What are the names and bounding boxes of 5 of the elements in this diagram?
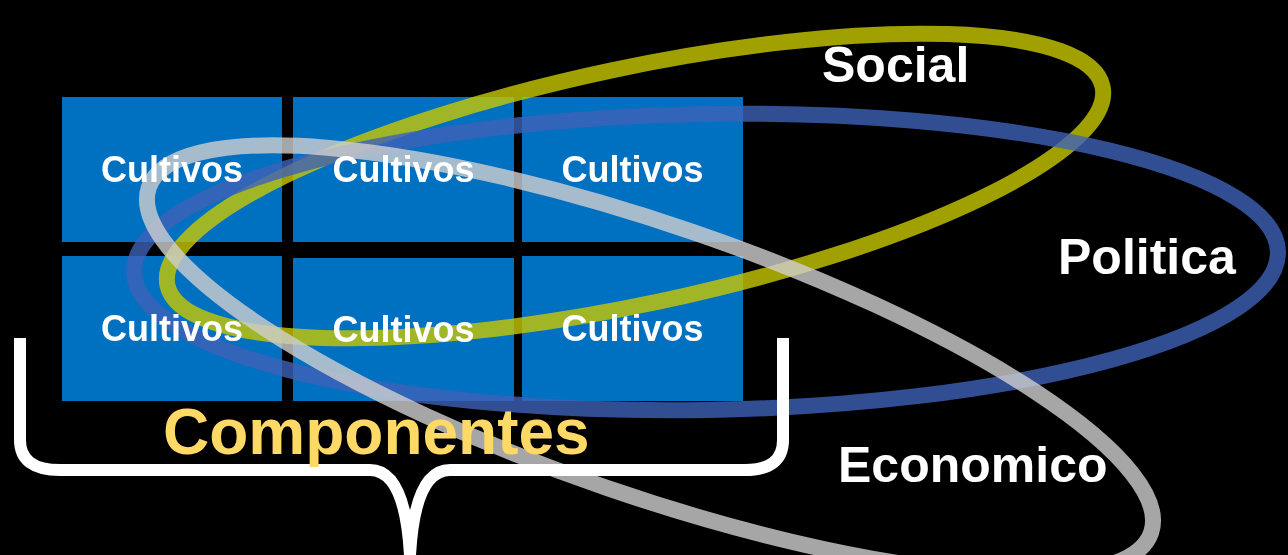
box-label: Cultivos: [561, 148, 704, 191]
circle-label: Economico: [838, 440, 1108, 490]
box-label: Cultivos: [561, 307, 704, 350]
circle-label: Social: [822, 40, 970, 90]
circle-label: Politica: [1058, 232, 1236, 282]
